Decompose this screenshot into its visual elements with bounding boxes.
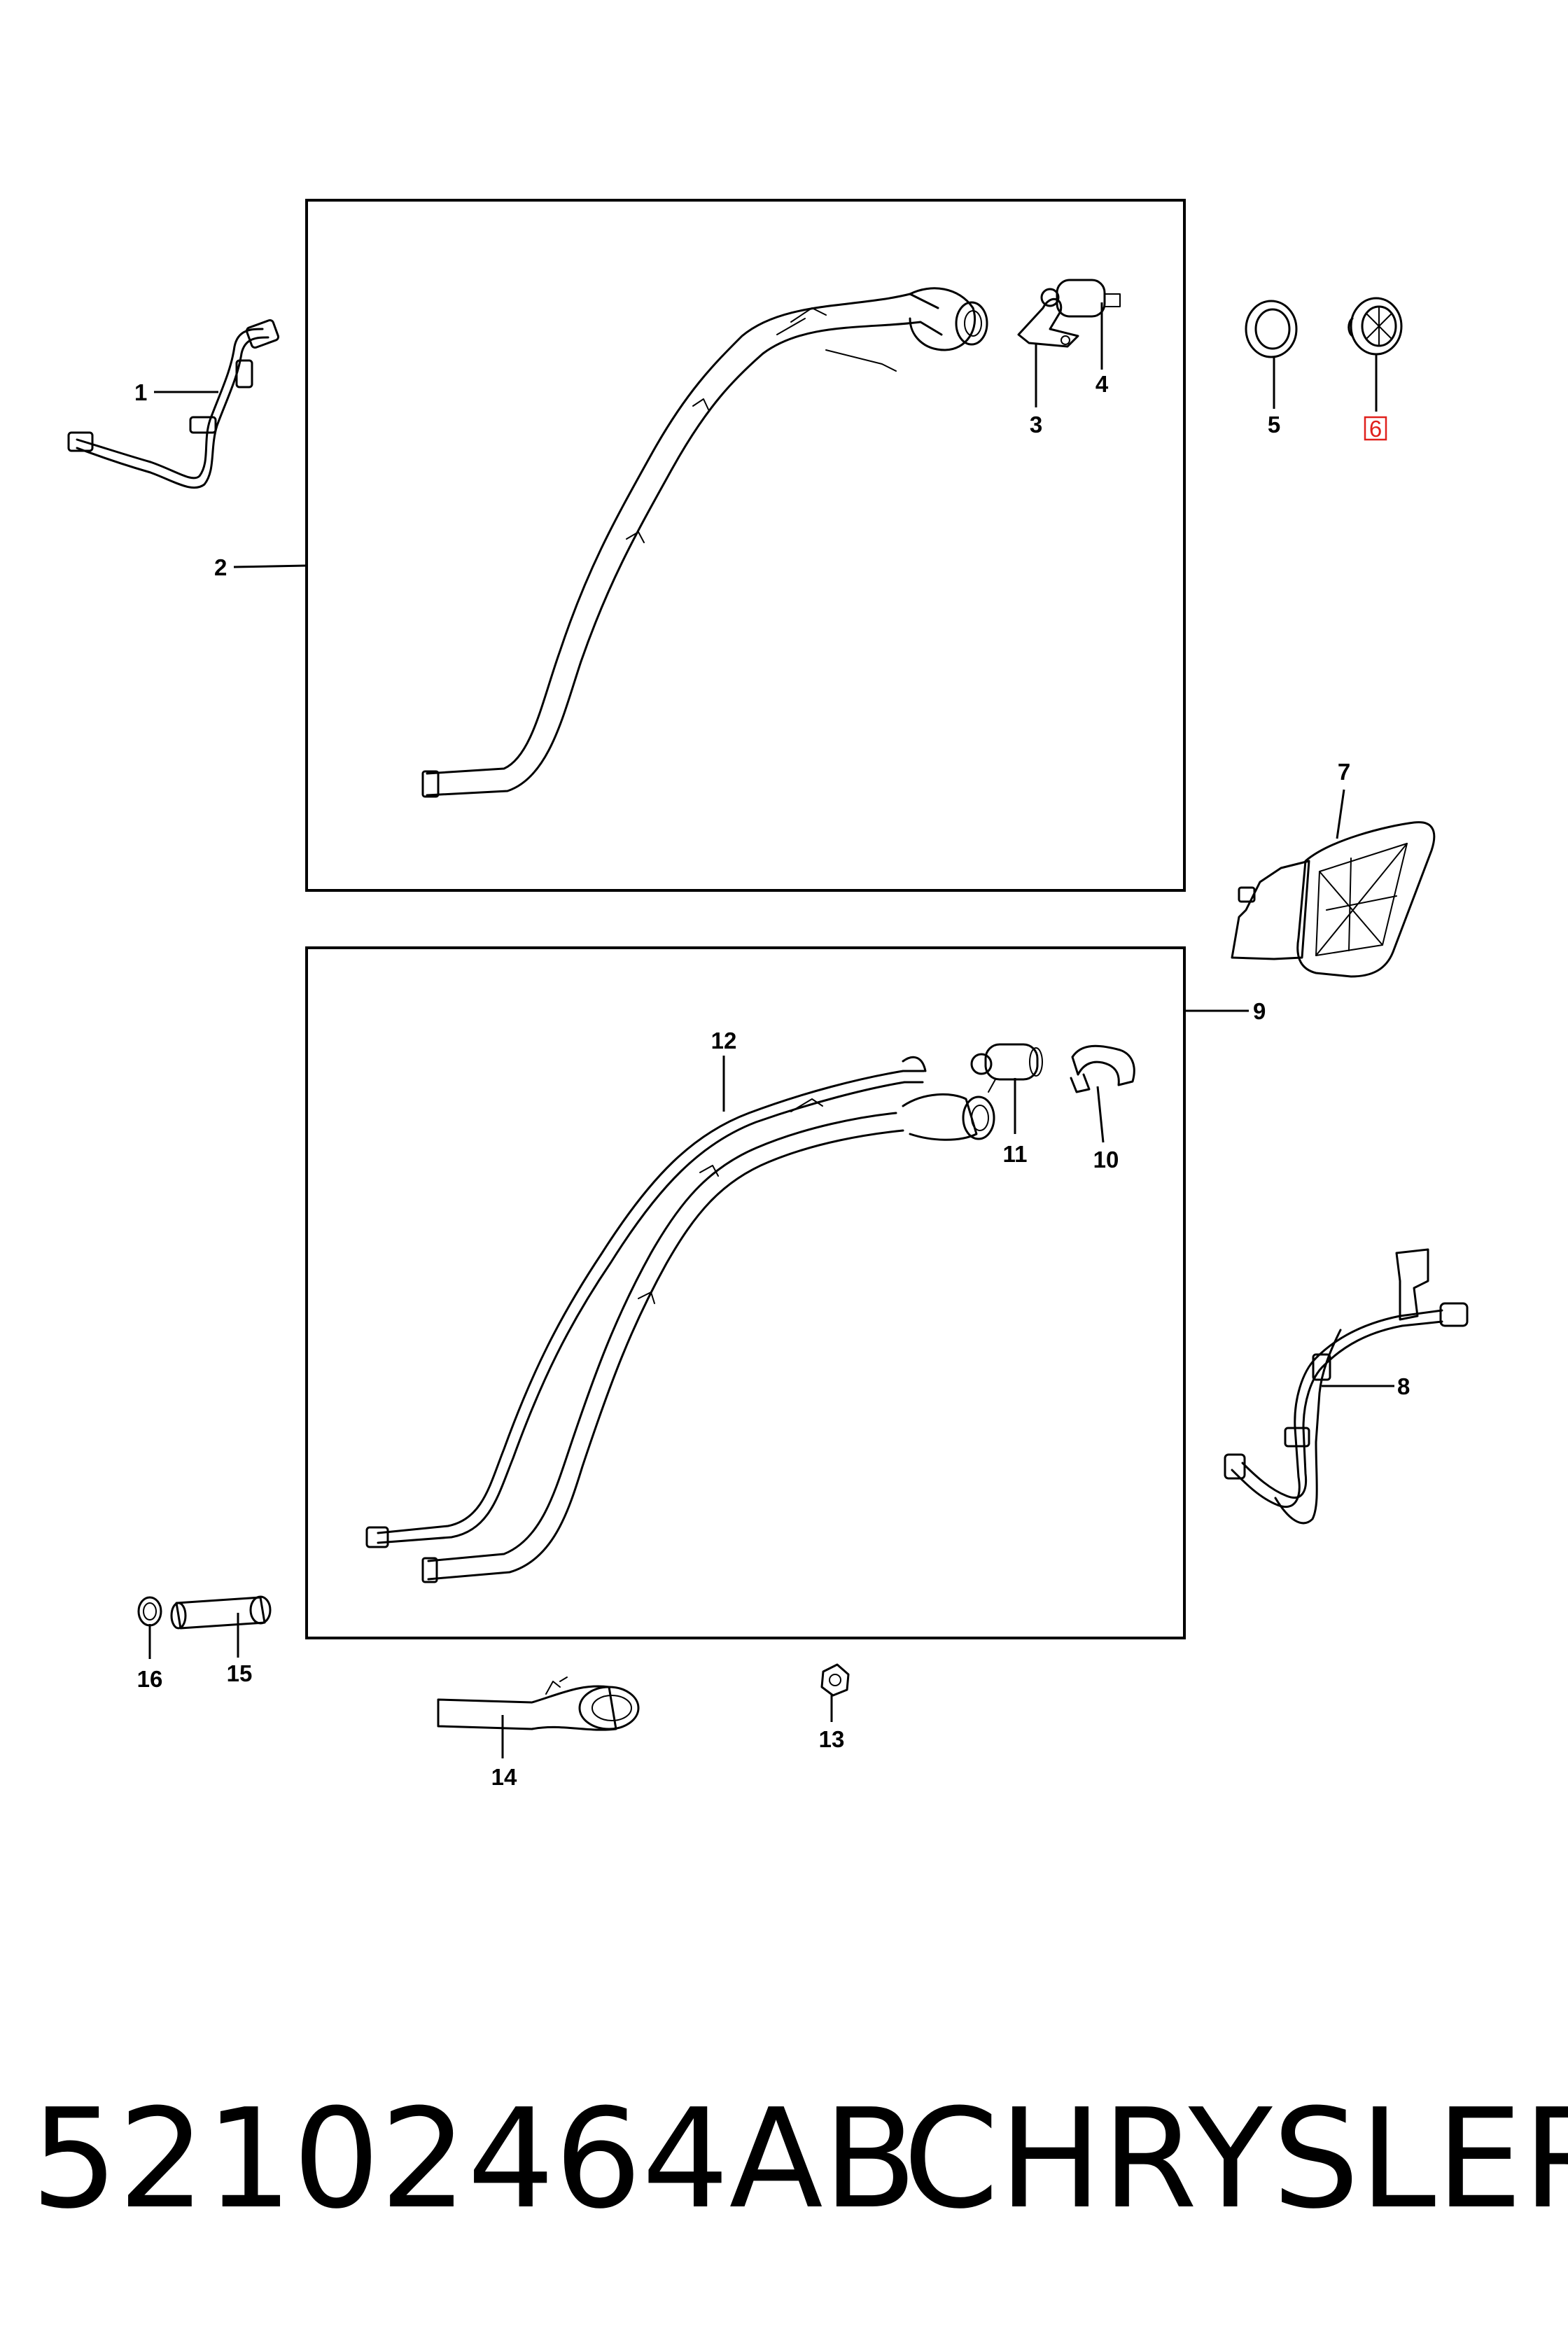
filler-neck-housing-part <box>437 1676 640 1731</box>
callout-1: 1 <box>134 379 147 405</box>
callout-11: 11 <box>1003 1141 1028 1167</box>
grommet-part <box>1245 300 1298 358</box>
callout-6: 6 <box>1369 416 1382 442</box>
callout-12: 12 <box>711 1028 737 1054</box>
hose-clamp-part <box>137 1596 162 1627</box>
fuel-filler-tube-part <box>421 287 988 798</box>
callout-15: 15 <box>227 1660 253 1686</box>
part-number-caption: 52102464AB <box>31 2080 918 2239</box>
hose-sleeve-part <box>170 1595 272 1630</box>
hose-part <box>1070 1044 1135 1093</box>
leader-7 <box>1336 789 1345 839</box>
leader-10 <box>1096 1086 1105 1143</box>
fuel-cap-part <box>1348 297 1403 356</box>
callout-2: 2 <box>214 554 227 580</box>
callout-7: 7 <box>1338 759 1350 785</box>
callout-13: 13 <box>819 1726 845 1752</box>
leader-lines <box>148 302 1394 1758</box>
brand-name-caption: CHRYSLER <box>903 2080 1568 2239</box>
vent-line-part <box>67 318 280 489</box>
callout-16: 16 <box>137 1666 163 1692</box>
callout-8: 8 <box>1397 1373 1410 1399</box>
lower-group-box <box>305 946 1186 1639</box>
vent-tube-assembly-part <box>1224 1248 1469 1525</box>
nut-part <box>820 1663 850 1697</box>
upper-group-box <box>305 199 1186 892</box>
fuel-door-housing-part <box>1231 821 1436 978</box>
callout-10: 10 <box>1093 1147 1119 1172</box>
callout-labels: 1 2 3 4 5 6 7 8 9 10 11 12 13 14 15 16 <box>134 371 1410 1790</box>
callout-6-highlight-box <box>1364 416 1387 441</box>
callout-4: 4 <box>1096 371 1109 397</box>
callout-3: 3 <box>1030 412 1042 438</box>
filler-tube-with-vent-part <box>365 1056 995 1583</box>
leader-2 <box>233 564 307 568</box>
callout-5: 5 <box>1268 412 1280 438</box>
callout-14: 14 <box>491 1764 517 1790</box>
check-valve-part <box>1040 279 1121 318</box>
check-valve-lower-part <box>970 1043 1043 1093</box>
callout-9: 9 <box>1253 998 1266 1024</box>
